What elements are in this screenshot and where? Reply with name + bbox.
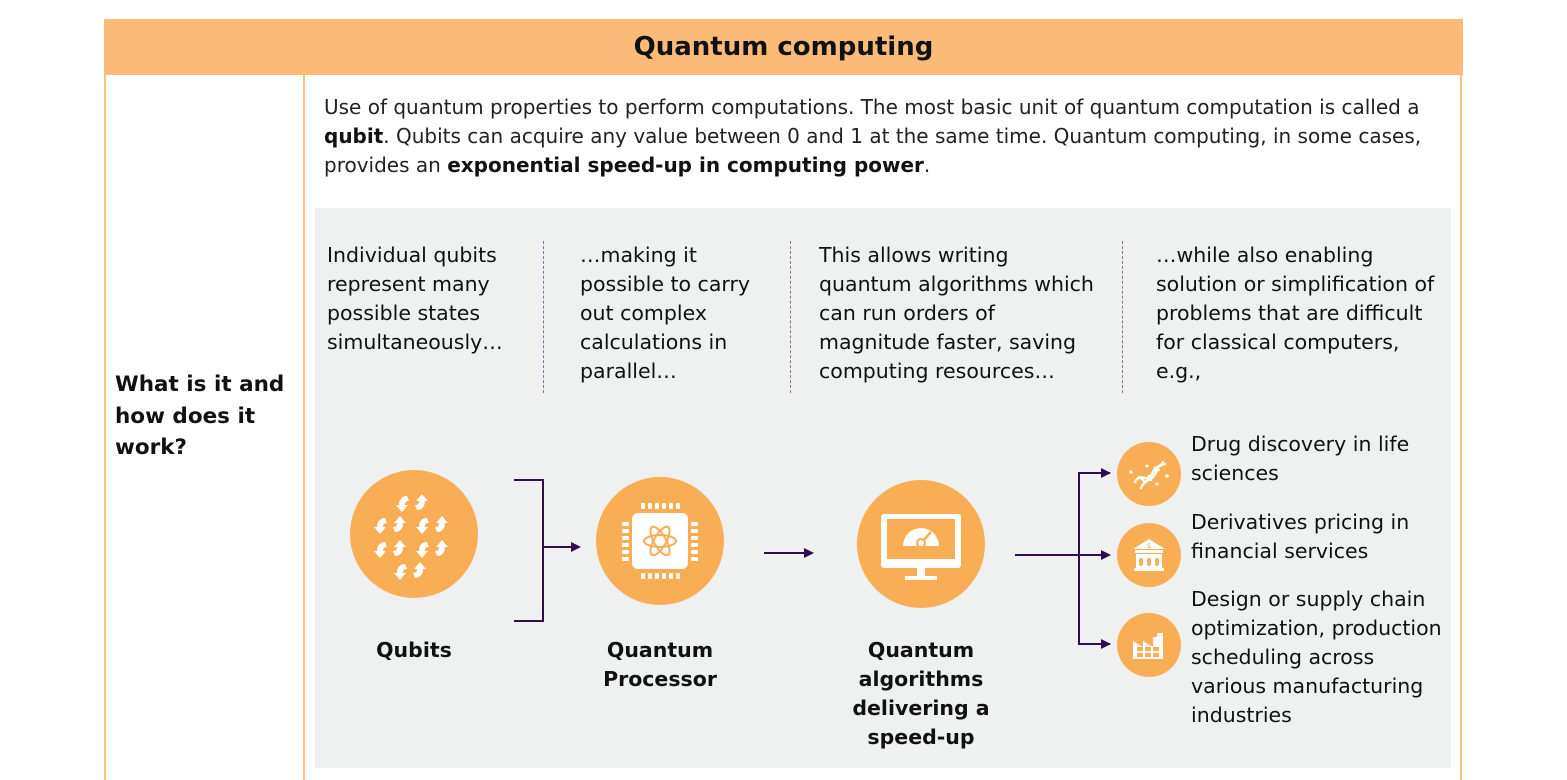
intro-text-3: . — [923, 153, 931, 177]
monitor-gauge-icon — [857, 480, 985, 608]
step-text-3: This allows writing quantum algorithms w… — [819, 243, 1094, 383]
use-case-drug-discovery: Drug discovery in life sciences — [1191, 432, 1410, 485]
card-title: Quantum computing — [104, 19, 1463, 75]
factory-icon — [1117, 613, 1181, 677]
svg-text:$: $ — [1147, 542, 1151, 550]
column-divider — [303, 75, 305, 780]
use-case-supply-chain: Design or supply chain optimization, pro… — [1191, 587, 1442, 727]
quantum-computing-card: Quantum computing What is it and how doe… — [104, 19, 1463, 780]
step-text-2: …making it possible to carry out complex… — [580, 243, 751, 383]
qubits-icon — [350, 470, 478, 598]
row-label: What is it and how does it work? — [115, 372, 285, 460]
stage-label-algorithms: Quantum algorithms delivering a speed-up — [852, 638, 990, 749]
bracket-connector — [514, 479, 581, 622]
stage-label-qubits: Qubits — [376, 638, 452, 662]
intro-paragraph: Use of quantum properties to perform com… — [324, 93, 1434, 180]
bank-icon: $ — [1117, 523, 1181, 587]
intro-text-2: . Qubits can acquire any value between 0… — [324, 124, 1422, 177]
card-border-left — [104, 75, 106, 780]
dashed-divider-3 — [1122, 241, 1123, 393]
intro-bold-speedup: exponential speed-up in computing power — [447, 153, 924, 177]
dashed-divider-1 — [543, 241, 544, 393]
intro-text-1: Use of quantum properties to perform com… — [324, 95, 1420, 119]
step-text-1: Individual qubits represent many possibl… — [327, 243, 503, 354]
flow-connectors — [514, 468, 1111, 649]
dna-icon — [1117, 442, 1181, 506]
step-text-4: …while also enabling solution or simplif… — [1156, 243, 1435, 383]
stage-label-processor: Quantum Processor — [603, 638, 717, 691]
dashed-divider-2 — [790, 241, 791, 393]
card-border-right — [1460, 75, 1462, 780]
branch-connector — [1015, 468, 1111, 649]
intro-bold-qubit: qubit — [324, 124, 384, 148]
use-case-derivatives-pricing: Derivatives pricing in financial service… — [1191, 510, 1410, 563]
how-it-works-panel: Individual qubits represent many possibl… — [315, 208, 1451, 768]
processor-chip-icon — [596, 477, 724, 605]
